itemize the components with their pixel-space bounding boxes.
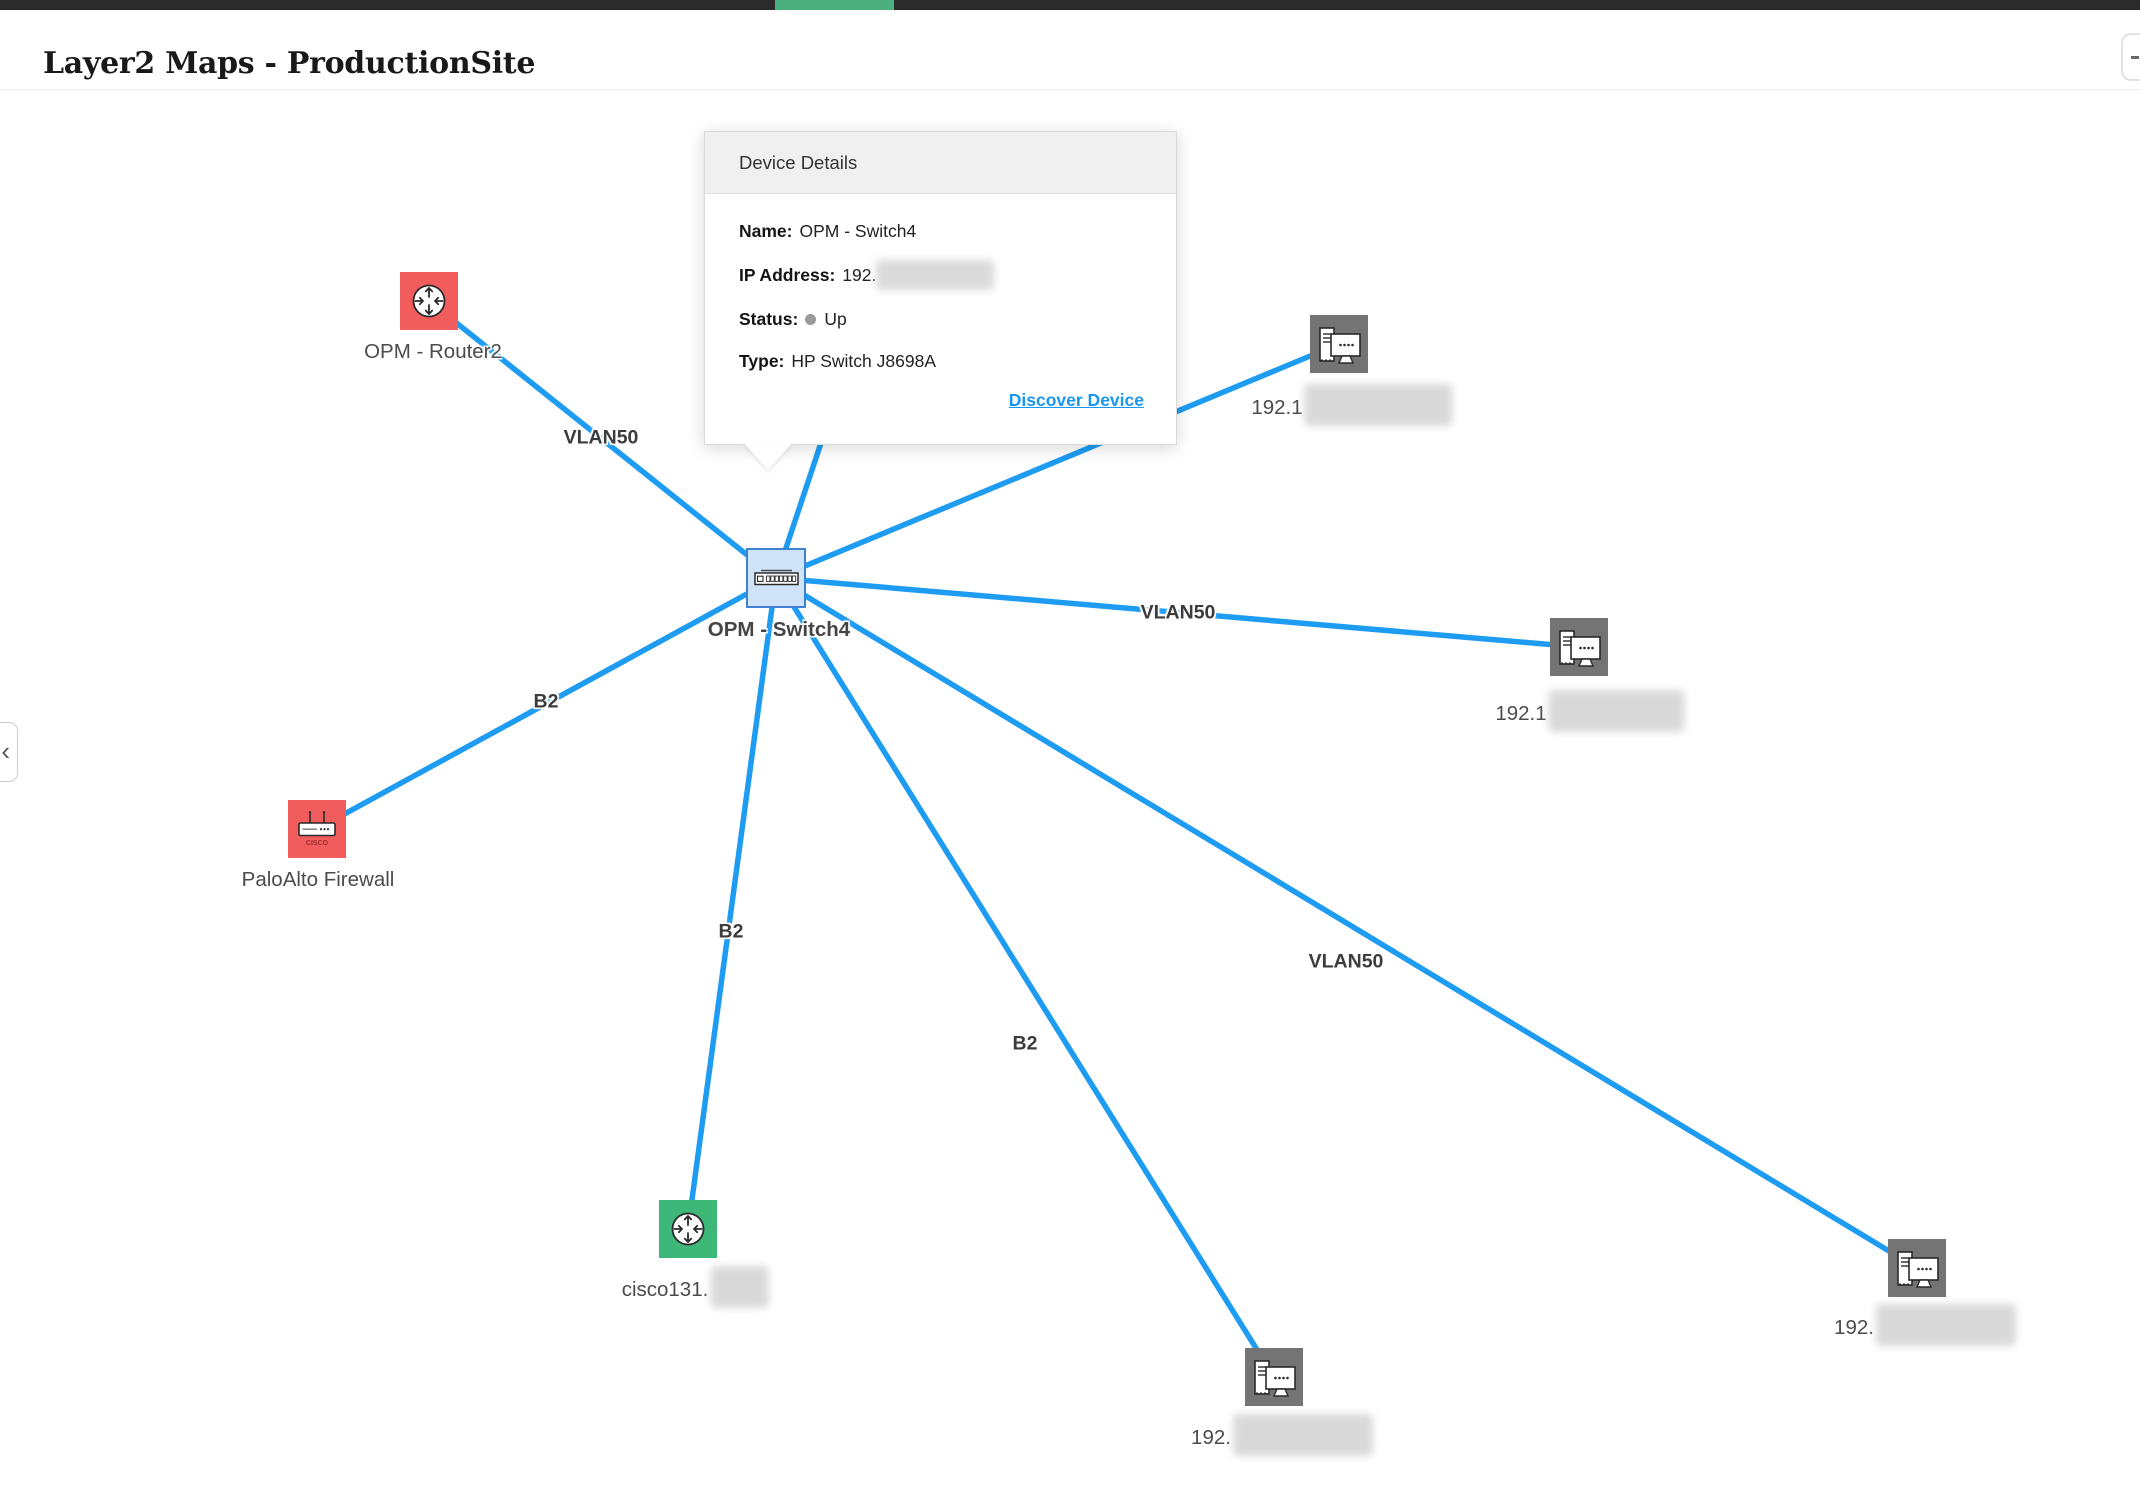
node-pc-right-mid-icon[interactable] (1550, 618, 1608, 676)
device-details-popup: Device Details Name: OPM - Switch4 IP Add… (704, 131, 1177, 470)
node-pc-right-mid-label: 192.1 (1495, 690, 1685, 732)
redacted-box (1304, 384, 1453, 426)
svg-text:CISCO: CISCO (306, 840, 329, 847)
node-paloalto-firewall-icon[interactable]: CISCO (288, 800, 346, 858)
node-cisco131-icon[interactable] (659, 1200, 717, 1258)
edge-opm-switch4-paloalto-firewall (315, 575, 778, 832)
redacted-ip-box (876, 260, 995, 290)
field-type: Type: HP Switch J8698A (739, 348, 1144, 374)
collapse-panel-button[interactable]: ‹ (0, 722, 18, 782)
node-pc-bottom-right-icon[interactable] (1888, 1239, 1946, 1297)
edge-opm-switch4-cisco131 (685, 577, 779, 1230)
redacted-box (710, 1266, 769, 1308)
field-name-value: OPM - Switch4 (799, 221, 917, 241)
node-opm-router2-icon[interactable] (400, 272, 458, 330)
popup-pointer-tail (745, 444, 791, 470)
menu-button-partial[interactable] (2121, 33, 2140, 81)
edge-label-paloalto-firewall: B2 (533, 690, 559, 713)
field-ip-label: IP Address: (739, 265, 836, 285)
node-pc-top-right-label: 192.1 (1251, 384, 1453, 426)
status-dot-icon (805, 314, 817, 325)
field-name: Name: OPM - Switch4 (739, 218, 1144, 244)
edge-opm-switch4-pc-bottom-mid (773, 576, 1277, 1379)
field-type-label: Type: (739, 351, 785, 371)
edge-opm-switch4-pc-right-mid (775, 575, 1580, 650)
edge-label-pc-bottom-mid: B2 (1012, 1032, 1038, 1055)
header-divider (0, 89, 2140, 90)
field-status-label: Status: (739, 309, 799, 329)
edge-label-pc-bottom-right: VLAN50 (1308, 950, 1384, 973)
field-ip-value: 192. (842, 265, 877, 285)
redacted-box (1548, 690, 1685, 732)
redacted-box (1875, 1304, 2016, 1346)
field-status-value: Up (824, 309, 847, 329)
redacted-box (1232, 1414, 1373, 1456)
node-pc-top-right-icon[interactable] (1310, 315, 1368, 373)
edge-opm-switch4-pc-top-right (774, 341, 1341, 581)
edge-opm-switch4-opm-router2 (427, 298, 778, 581)
node-pc-bottom-mid-icon[interactable] (1245, 1348, 1303, 1406)
node-pc-bottom-right-label: 192. (1834, 1304, 2016, 1346)
chevron-left-icon: ‹ (1, 736, 10, 766)
edge-opm-switch4-pc-bottom-right (774, 575, 1919, 1271)
field-name-label: Name: (739, 221, 793, 241)
node-cisco131-label: cisco131. (622, 1266, 769, 1308)
node-pc-bottom-mid-label: 192. (1191, 1414, 1373, 1456)
field-ip: IP Address: 192. (739, 260, 1144, 290)
top-loading-bar (0, 0, 2140, 10)
node-opm-switch4-label: OPM - Switch4 (707, 618, 851, 641)
field-type-value: HP Switch J8698A (791, 351, 936, 371)
page-title: Layer2 Maps - ProductionSite (43, 46, 536, 82)
edge-label-pc-right-mid: VLAN50 (1140, 601, 1216, 624)
top-loading-bar-progress (775, 0, 894, 10)
node-opm-switch4-icon[interactable] (746, 548, 806, 608)
edge-label-opm-router2: VLAN50 (563, 426, 639, 449)
node-paloalto-firewall-label: PaloAlto Firewall (241, 868, 395, 891)
discover-device-link[interactable]: Discover Device (1008, 390, 1144, 410)
field-status: Status: Up (739, 306, 1144, 332)
node-opm-router2-label: OPM - Router2 (364, 340, 502, 363)
layer2-map-canvas[interactable]: OPM - Switch4 OPM - Router2 CISCO PaloAl… (0, 90, 2140, 1494)
edge-label-cisco131: B2 (718, 920, 744, 943)
popup-title: Device Details (705, 132, 1176, 194)
menu-icon (2131, 56, 2139, 59)
